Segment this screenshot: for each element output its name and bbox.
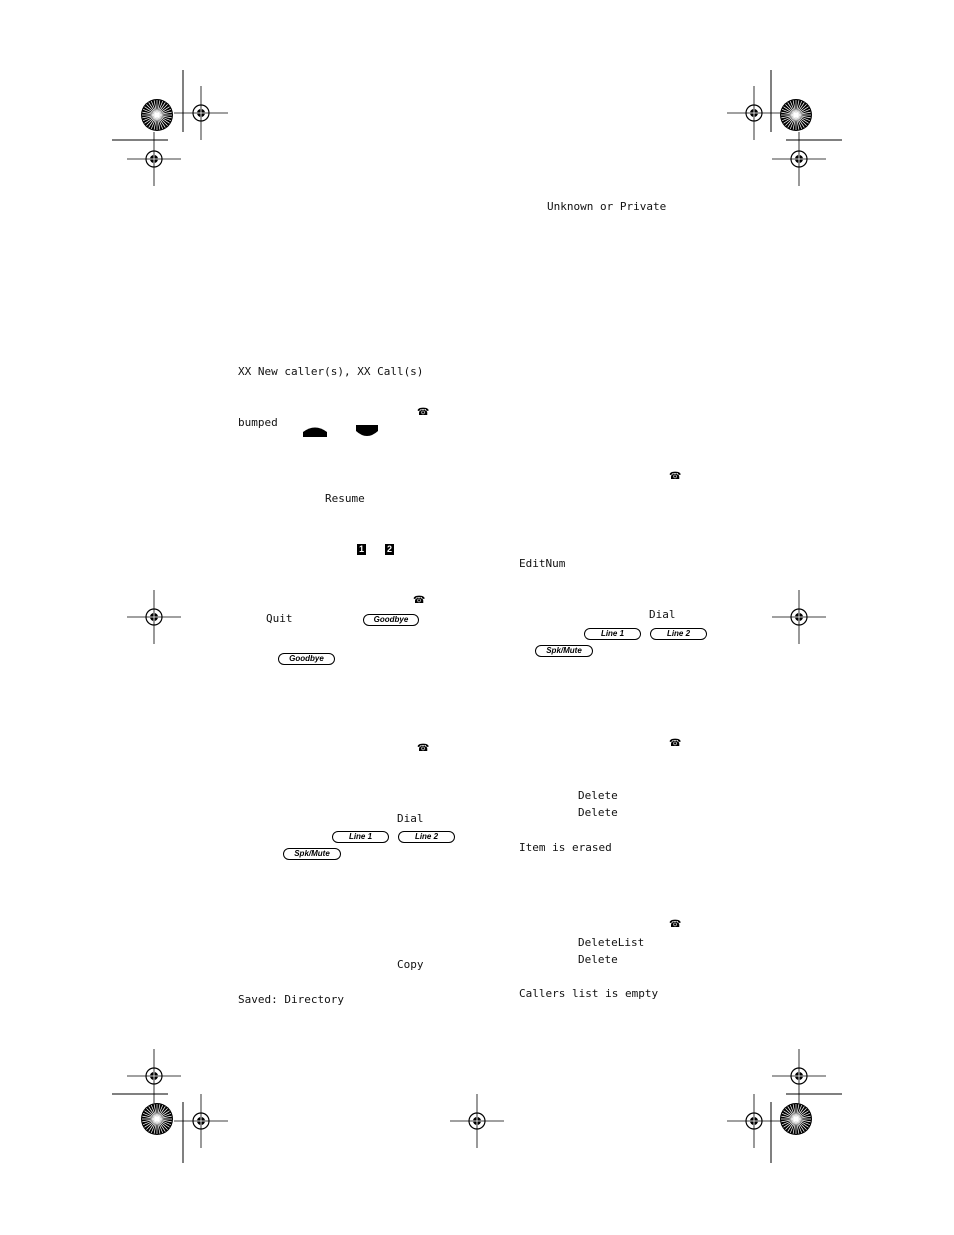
line-2-button: Line 2 <box>398 831 455 843</box>
edit-num-label: EditNum <box>519 557 566 570</box>
new-callers-line-1: XX New caller(s), XX Call(s) <box>238 365 424 378</box>
unknown-private-message: Unknown or Private <box>547 200 667 213</box>
registration-mark-icon <box>126 1048 182 1104</box>
dial-label: Dial <box>397 812 424 825</box>
item-erased-message: Item is erased <box>519 841 612 854</box>
saved-directory-message: Saved: Directory <box>238 993 344 1006</box>
registration-mark-icon <box>173 1093 229 1149</box>
spk-mute-button: Spk/Mute <box>535 645 593 657</box>
registration-mark-icon <box>173 85 229 141</box>
line-1-button: Line 1 <box>584 628 641 640</box>
registration-mark-icon <box>771 589 827 645</box>
registration-mark-icon <box>771 1048 827 1104</box>
goodbye-button: Goodbye <box>278 653 335 665</box>
resume-label: Resume <box>325 492 365 505</box>
new-callers-display: XX New caller(s), XX Call(s) bumped <box>238 329 423 448</box>
registration-mark-icon <box>449 1093 505 1149</box>
callers-list-empty-message: Callers list is empty <box>519 987 659 1000</box>
phone-icon: ☎ <box>413 595 426 606</box>
registration-mark-icon <box>726 85 782 141</box>
phone-icon: ☎ <box>417 407 430 418</box>
starburst-mark-icon <box>779 1102 813 1136</box>
delete-label: Delete <box>578 953 618 966</box>
quit-label: Quit <box>266 612 293 625</box>
starburst-mark-icon <box>140 98 174 132</box>
registration-mark-icon <box>126 589 182 645</box>
starburst-mark-icon <box>779 98 813 132</box>
key-2: 2 <box>385 544 394 555</box>
down-arrow-key-icon <box>356 425 378 436</box>
new-callers-line-2: bumped <box>238 416 278 429</box>
copy-label: Copy <box>397 958 424 971</box>
delete-list-label: DeleteList <box>578 936 645 949</box>
up-arrow-key-icon <box>303 427 327 437</box>
phone-icon: ☎ <box>669 471 682 482</box>
phone-icon: ☎ <box>669 919 682 930</box>
delete-label: Delete <box>578 789 618 802</box>
phone-icon: ☎ <box>669 738 682 749</box>
goodbye-button: Goodbye <box>363 614 419 626</box>
line-2-button: Line 2 <box>650 628 707 640</box>
line-1-button: Line 1 <box>332 831 389 843</box>
starburst-mark-icon <box>140 1102 174 1136</box>
spk-mute-button: Spk/Mute <box>283 848 341 860</box>
registration-mark-icon <box>726 1093 782 1149</box>
key-1: 1 <box>357 544 366 555</box>
dial-label: Dial <box>649 608 676 621</box>
phone-icon: ☎ <box>417 743 430 754</box>
delete-label: Delete <box>578 806 618 819</box>
